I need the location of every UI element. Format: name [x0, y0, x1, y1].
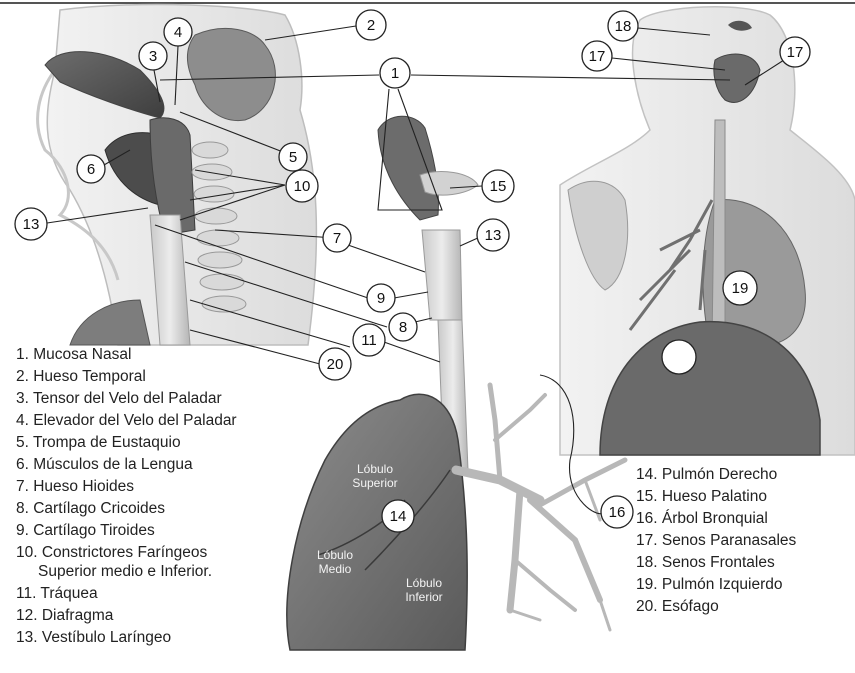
lobe-label-superior: Lóbulo Superior	[345, 462, 405, 490]
callout-4: 4	[174, 24, 182, 41]
callout-11: 11	[361, 332, 377, 349]
lobe-label-medio: Lóbulo Medio	[308, 548, 362, 576]
callout-8: 8	[399, 319, 407, 336]
legend-item-17: 17. Senos Paranasales	[636, 530, 796, 552]
callout-14: 14	[390, 508, 407, 525]
lobe-superior-line2: Superior	[345, 476, 405, 490]
callout-6: 6	[87, 161, 95, 178]
legend-item-14: 14. Pulmón Derecho	[636, 464, 796, 486]
callout-13b: 13	[485, 227, 502, 244]
legend-item-12: 12. Diafragma	[16, 605, 237, 627]
callout-10: 10	[294, 178, 311, 195]
legend-item-9: 9. Cartílago Tiroides	[16, 520, 237, 542]
lobe-label-inferior: Lóbulo Inferior	[396, 576, 452, 604]
legend-item-8: 8. Cartílago Cricoides	[16, 498, 237, 520]
callout-5: 5	[289, 149, 297, 166]
legend-item-13: 13. Vestíbulo Laríngeo	[16, 627, 237, 649]
legend-item-6: 6. Músculos de la Lengua	[16, 454, 237, 476]
callout-3: 3	[149, 48, 157, 65]
legend-left: 1. Mucosa Nasal 2. Hueso Temporal 3. Ten…	[16, 344, 237, 649]
thorax-back-illustration	[560, 7, 855, 455]
legend-item-3: 3. Tensor del Velo del Paladar	[16, 388, 237, 410]
callout-7: 7	[333, 230, 341, 247]
callout-13a: 13	[23, 216, 40, 233]
legend-item-4: 4. Elevador del Velo del Paladar	[16, 410, 237, 432]
callout-16: 16	[609, 504, 626, 521]
palatine-bone-center	[420, 172, 478, 195]
callout-19: 19	[732, 280, 749, 297]
legend-item-1: 1. Mucosa Nasal	[16, 344, 237, 366]
legend-item-16: 16. Árbol Bronquial	[636, 508, 796, 530]
legend-item-7: 7. Hueso Hioides	[16, 476, 237, 498]
legend-item-19: 19. Pulmón Izquierdo	[636, 574, 796, 596]
legend-item-11: 11. Tráquea	[16, 583, 237, 605]
callout-20: 20	[327, 356, 344, 373]
right-lung-shape	[287, 394, 467, 650]
lobe-superior-line1: Lóbulo	[345, 462, 405, 476]
legend-item-5: 5. Trompa de Eustaquio	[16, 432, 237, 454]
callout-9: 9	[377, 290, 385, 307]
shoulder-shape	[70, 300, 150, 345]
lobe-inferior-line2: Inferior	[396, 590, 452, 604]
callout-18: 18	[615, 18, 632, 35]
lobe-medio-line2: Medio	[308, 562, 362, 576]
callout-1: 1	[391, 65, 399, 82]
legend-item-2: 2. Hueso Temporal	[16, 366, 237, 388]
nasal-cavity-center	[378, 116, 438, 220]
legend-item-20: 20. Esófago	[636, 596, 796, 618]
legend-item-18: 18. Senos Frontales	[636, 552, 796, 574]
lobe-medio-line1: Lóbulo	[308, 548, 362, 562]
callout-17b: 17	[787, 44, 804, 61]
callout-12: 12	[671, 349, 688, 366]
callout-15: 15	[490, 178, 507, 195]
callout-17a: 17	[589, 48, 606, 65]
callout-2: 2	[367, 17, 375, 34]
larynx-center	[422, 230, 462, 320]
legend-item-15: 15. Hueso Palatino	[636, 486, 796, 508]
legend-item-10-cont: Superior medio e Inferior.	[16, 561, 237, 583]
lobe-inferior-line1: Lóbulo	[396, 576, 452, 590]
legend-right: 14. Pulmón Derecho 15. Hueso Palatino 16…	[636, 464, 796, 618]
